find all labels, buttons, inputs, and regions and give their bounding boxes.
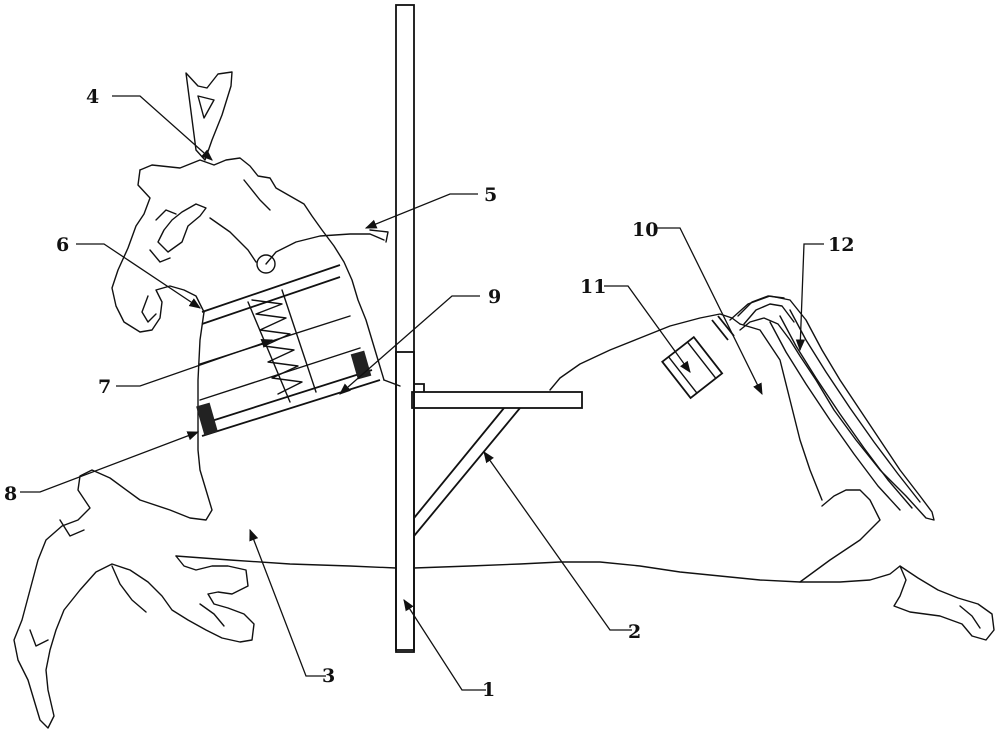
vertical-pole: [395, 4, 415, 653]
label-part-1: 1: [482, 679, 495, 701]
back-device: [661, 315, 735, 400]
label-part-5: 5: [484, 184, 497, 206]
neck-frame: [196, 264, 381, 437]
label-part-3: 3: [322, 665, 335, 687]
part-labels: 1 2 3 4 5 6 7 8 9 10 11 12: [4, 86, 854, 701]
label-part-7: 7: [98, 376, 111, 398]
seat-support: [411, 383, 583, 537]
label-part-4: 4: [86, 86, 99, 108]
label-part-8: 8: [4, 483, 17, 505]
label-part-12: 12: [828, 234, 854, 256]
horse-body-outline: [13, 71, 995, 729]
label-part-11: 11: [580, 276, 606, 298]
label-part-2: 2: [628, 621, 641, 643]
label-part-10: 10: [632, 219, 658, 241]
wire-end: [369, 229, 389, 243]
wire: [265, 233, 385, 265]
leader-lines: [20, 95, 824, 691]
label-part-9: 9: [488, 286, 501, 308]
label-part-6: 6: [56, 234, 69, 256]
